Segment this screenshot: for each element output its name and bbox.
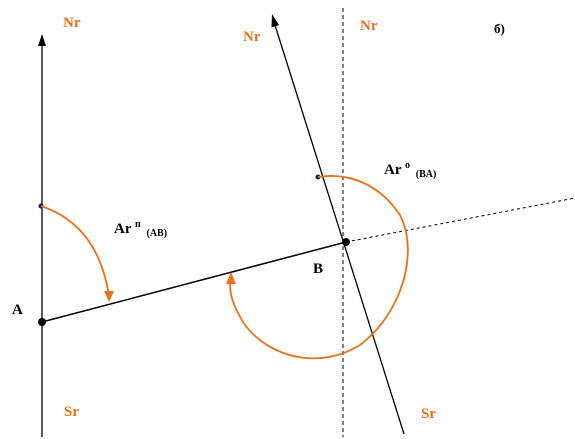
azimuth-ab-sup: п [135,219,141,230]
azimuth-ba-main: Ar [384,162,402,178]
azimuth-ab-main: Ar [114,221,132,237]
arc-ba-arrow-icon [226,272,236,284]
meridian-b-line [273,21,405,435]
panel-label: б) [494,21,505,36]
label-nr-right: Nr [360,18,378,34]
meridian-b-arrow-icon [271,14,279,28]
arc-ba [229,175,409,360]
label-point-b: B [313,261,323,277]
point-b-marker [342,238,350,246]
arc-ab-arrow-icon [104,291,114,302]
azimuth-ba-sup: о [405,160,410,171]
label-azimuth-ab: Ar п (AB) [114,215,167,239]
label-sr-right: Sr [421,406,436,422]
label-sr-left: Sr [64,404,79,420]
line-ab-extension [345,197,575,243]
label-point-a: A [12,302,23,318]
label-azimuth-ba: Ar о (BA) [384,156,436,180]
label-nr-center: Nr [243,29,261,45]
meridian-a-arrow-icon [38,34,46,46]
label-nr-left: Nr [63,15,81,31]
line-ab [41,241,347,323]
arc-ab [40,205,110,297]
azimuth-ab-sub: (AB) [147,228,168,239]
azimuth-ba-sub: (BA) [416,169,437,180]
point-a-marker [38,318,46,326]
